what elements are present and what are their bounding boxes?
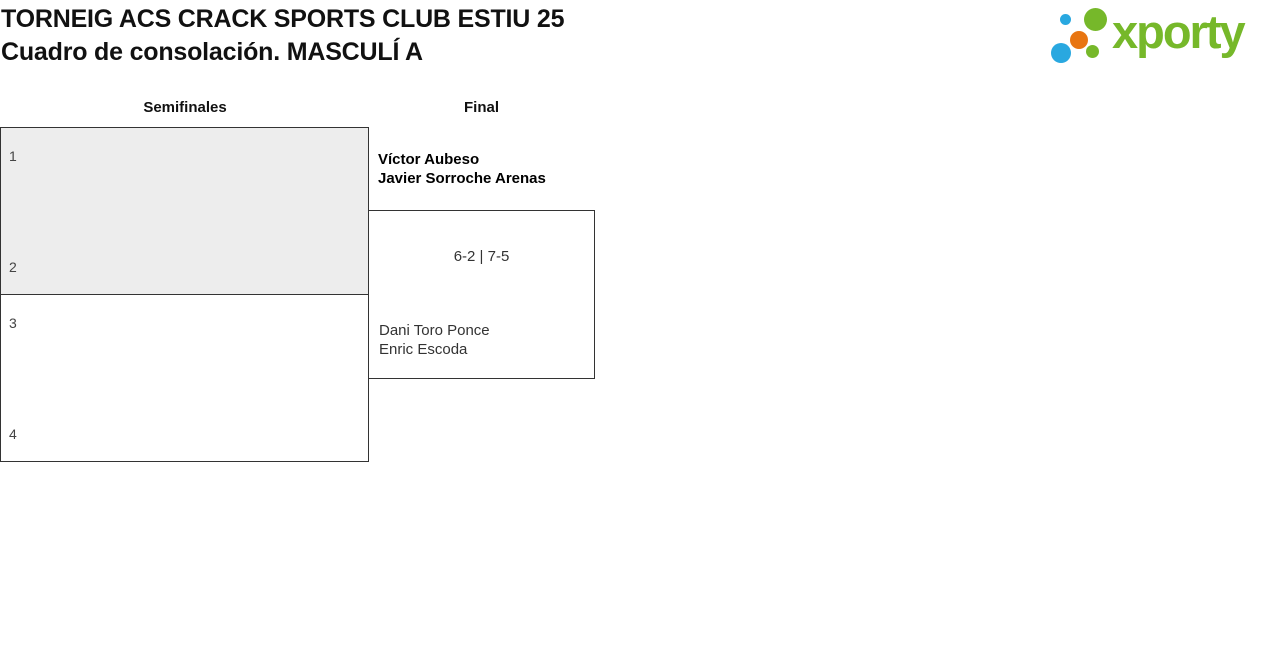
semifinal-match-1[interactable]: 1 2	[0, 127, 369, 295]
seed-label: 4	[9, 426, 17, 442]
player-name: Dani Toro Ponce	[379, 322, 490, 339]
player-name: Víctor Aubeso	[378, 151, 480, 168]
seed-label: 3	[9, 315, 17, 331]
semifinal-match-2[interactable]: 3 4	[0, 294, 369, 462]
logo-dot-icon	[1051, 43, 1071, 63]
tournament-title: TORNEIG ACS CRACK SPORTS CLUB ESTIU 25	[1, 5, 565, 33]
final-match[interactable]: 6-2 | 7-5 Dani Toro Ponce Enric Escoda	[368, 210, 595, 379]
logo-wordmark: xporty	[1112, 5, 1246, 58]
player-name: Enric Escoda	[379, 341, 468, 358]
logo-dot-icon	[1070, 31, 1088, 49]
bracket-subtitle: Cuadro de consolación. MASCULÍ A	[1, 38, 423, 66]
seed-label: 2	[9, 259, 17, 275]
final-runnerup-team: Dani Toro Ponce Enric Escoda	[379, 321, 490, 359]
logo-dot-icon	[1084, 8, 1107, 31]
logo-dot-icon	[1060, 14, 1071, 25]
xporty-logo[interactable]: xporty	[1045, 0, 1280, 72]
player-name: Javier Sorroche Arenas	[378, 170, 546, 187]
match-score: 6-2 | 7-5	[453, 248, 510, 265]
logo-dot-icon	[1086, 45, 1099, 58]
round-header-final: Final	[463, 99, 499, 116]
seed-label: 1	[9, 148, 17, 164]
final-winner-team: Víctor Aubeso Javier Sorroche Arenas	[378, 150, 546, 188]
round-header-semifinals: Semifinales	[143, 99, 227, 116]
page-title: TORNEIG ACS CRACK SPORTS CLUB ESTIU 25 C…	[1, 3, 565, 69]
